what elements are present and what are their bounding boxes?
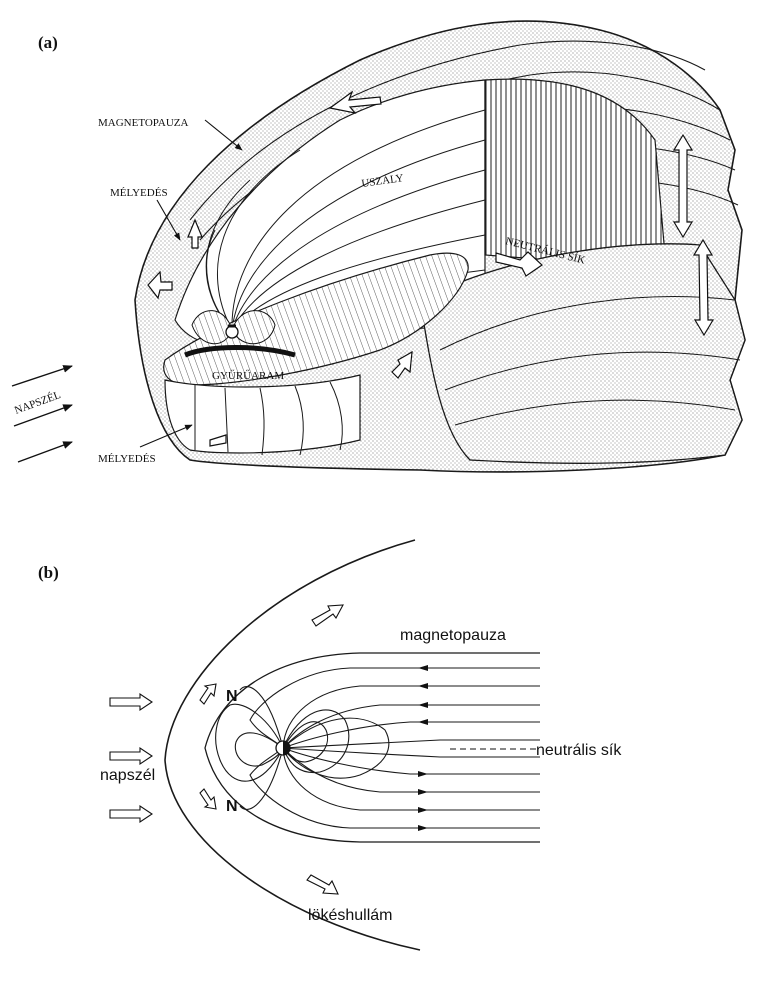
flow-arrow-icon — [147, 270, 173, 300]
wind-arrow-icon — [109, 692, 153, 712]
label-magnetopauza-a: MAGNETOPAUZA — [98, 117, 189, 129]
flow-arrow-icon — [495, 251, 543, 277]
label-napszel-b: napszél — [100, 767, 155, 784]
flow-arrow-icon — [311, 604, 344, 627]
wind-arrow-icon — [109, 804, 153, 824]
flow-arrow-icon — [391, 350, 413, 379]
double-arrow-icon — [672, 133, 694, 239]
label-napszel-a: NAPSZÉL — [13, 389, 63, 417]
label-uszaly: USZÁLY — [361, 172, 405, 190]
label-lokeshullam: lökéshullám — [308, 907, 392, 924]
flow-arrow-icon — [199, 788, 217, 810]
wind-arrow-icon — [109, 746, 153, 766]
earth-b — [275, 740, 291, 756]
earth-dipole-a — [191, 310, 276, 345]
nightside-closed-loop — [282, 717, 390, 779]
label-n-bottom: N — [226, 798, 238, 815]
flow-arrows-a — [147, 90, 543, 447]
double-arrow-icon — [692, 238, 715, 337]
tail-field-lines-lower — [249, 747, 540, 829]
panel-b: (b) — [38, 539, 622, 951]
flow-arrow-icon — [328, 90, 382, 114]
label-n-top: N — [226, 688, 238, 705]
label-gyuruaram: GYŰRŰARAM — [212, 370, 284, 382]
lower-cut — [164, 374, 361, 454]
wind-arrow-icon — [17, 441, 73, 463]
wind-arrow-icon — [13, 404, 73, 427]
tail-double-arrows — [672, 133, 715, 337]
solar-wind-arrows-a — [11, 365, 73, 463]
bow-shock — [164, 539, 421, 951]
field-direction-marks — [418, 665, 428, 831]
label-melyedes-top: MÉLYEDÉS — [110, 187, 168, 199]
solar-wind-arrows-b — [109, 692, 153, 824]
flow-arrow-icon — [306, 874, 339, 895]
label-neutralis-sik-b: neutrális sík — [536, 742, 622, 759]
flow-arrow-icon — [209, 434, 227, 447]
flow-arrows-b — [199, 604, 344, 895]
flow-arrow-icon — [199, 683, 217, 705]
panel-a-label: (a) — [38, 33, 58, 52]
panel-a: (a) — [11, 20, 746, 473]
label-melyedes-bottom: MÉLYEDÉS — [98, 453, 156, 465]
cut-field-lines — [205, 109, 486, 331]
magnetopause-lines-b — [204, 652, 540, 843]
flow-arrow-icon — [187, 218, 203, 249]
label-magnetopauza-b: magnetopauza — [400, 627, 506, 644]
dayside-field-lines — [215, 686, 350, 810]
leader-lines-a — [139, 119, 243, 448]
tail-field-lines-upper — [249, 667, 540, 749]
lower-cut-lines — [194, 381, 343, 456]
ring-current — [184, 345, 296, 358]
wind-arrow-icon — [11, 365, 73, 387]
panel-b-label: (b) — [38, 563, 59, 582]
lower-tail — [419, 243, 746, 464]
